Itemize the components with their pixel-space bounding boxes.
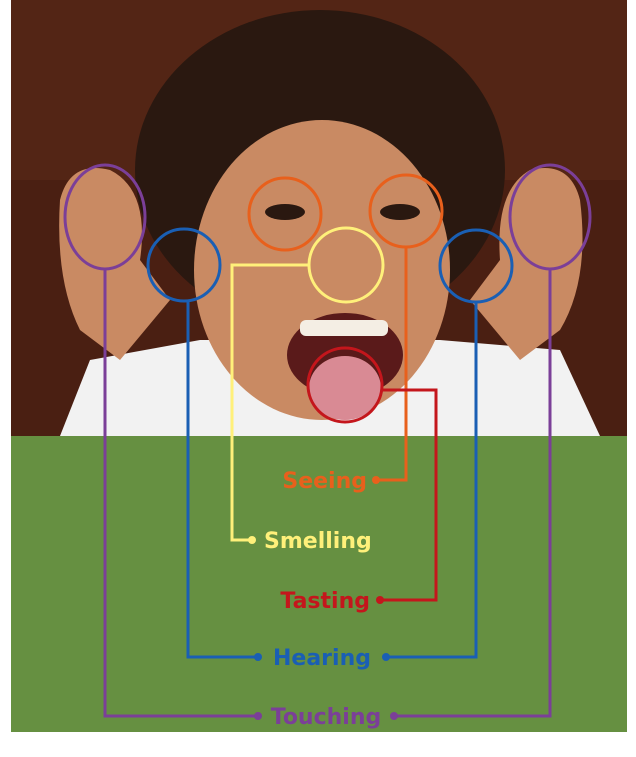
touching-dot-left <box>254 712 262 720</box>
right-eye <box>380 204 420 220</box>
smelling-dot <box>248 536 256 544</box>
touching-label: Touching <box>271 705 382 730</box>
seeing-dot <box>372 476 380 484</box>
teeth <box>300 320 388 336</box>
smelling-label: Smelling <box>264 529 372 554</box>
seeing-label: Seeing <box>282 469 367 494</box>
tasting-dot <box>376 596 384 604</box>
touching-dot-right <box>390 712 398 720</box>
hearing-label: Hearing <box>273 646 371 671</box>
left-eye <box>265 204 305 220</box>
hearing-dot-right <box>382 653 390 661</box>
tasting-label: Tasting <box>280 589 370 614</box>
photo <box>11 0 627 436</box>
hearing-dot-left <box>254 653 262 661</box>
